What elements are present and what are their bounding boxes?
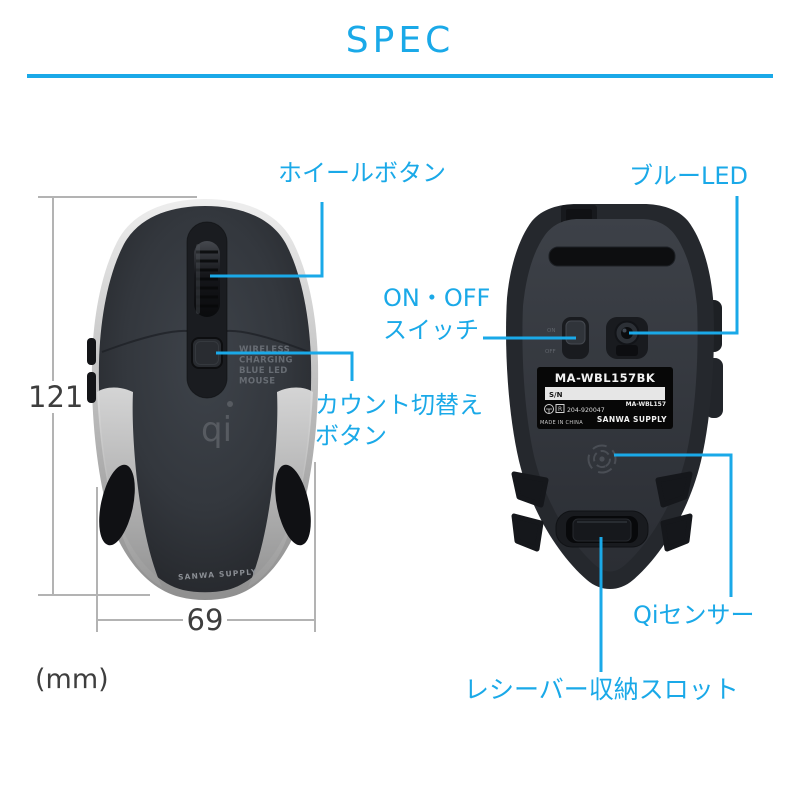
- cert-mark-detail: [546, 408, 552, 413]
- mouse-top-view: WIRELESS CHARGING BLUE LED MOUSE qi SANW…: [87, 199, 319, 600]
- cert-mark: [544, 404, 554, 414]
- shell-print-line3: BLUE LED: [239, 366, 288, 376]
- mouse-top-body: [98, 206, 312, 593]
- serial-bar: [545, 387, 665, 400]
- side-button-edge-2: [87, 372, 96, 403]
- button-seam: [101, 329, 310, 353]
- count-switch-callout-line: [216, 351, 354, 381]
- wheel-button-callout-line: [210, 202, 324, 278]
- on-off-label-line2: スイッチ: [383, 316, 479, 344]
- label-made-in: MADE IN CHINA: [540, 420, 583, 426]
- side-button-edge-1: [87, 338, 96, 365]
- shell-print-line2: CHARGING: [239, 356, 293, 366]
- front-slot: [548, 246, 676, 267]
- product-label: MA-WBL157BK S/N MA-WBL157 R 204-920047 M…: [537, 367, 673, 429]
- cert-number: 204-920047: [567, 407, 605, 414]
- glide-feet: [511, 471, 693, 552]
- receiver-slot-label: レシーバー収納スロット: [464, 675, 739, 704]
- switch-off-print: OFF: [545, 349, 556, 355]
- label-model: MA-WBL157BK: [555, 371, 656, 385]
- scroll-wheel: [194, 241, 220, 317]
- on-off-label-line1: ON・OFF: [383, 284, 491, 312]
- label-brand: SANWA SUPPLY: [597, 415, 667, 424]
- blue-led-label: ブルーLED: [629, 162, 749, 190]
- qi-sensor-label: Qiセンサー: [633, 601, 755, 629]
- count-switch-label-line1: カウント切替え: [315, 391, 483, 419]
- cert-r: R: [558, 406, 562, 413]
- units-note: (mm): [35, 664, 109, 695]
- page-title: SPEC: [345, 20, 455, 61]
- height-dimension-value: 121: [28, 380, 84, 414]
- on-off-switch-label: ON・OFF スイッチ: [383, 282, 490, 346]
- right-finger-rest: [275, 464, 311, 546]
- shell-print-line4: MOUSE: [239, 377, 276, 387]
- count-switch-label: カウント切替え ボタン: [315, 390, 483, 452]
- switch-on-print: ON: [547, 328, 555, 334]
- cert-r-box: [555, 404, 565, 413]
- blue-led-callout-line: [629, 196, 739, 335]
- title-underline: [27, 74, 773, 78]
- receiver-storage-slot: [555, 510, 649, 548]
- serial-label: S/N: [549, 391, 563, 399]
- count-switch-label-line2: ボタン: [315, 422, 387, 450]
- blue-led-sensor: [606, 317, 648, 359]
- callout-lines: [210, 196, 739, 672]
- shell-print-line1: WIRELESS: [239, 345, 290, 355]
- left-finger-rest: [99, 464, 135, 546]
- width-dimension-value: 69: [186, 603, 224, 637]
- dimension-lines: [38, 196, 316, 632]
- qi-logo: qi: [201, 401, 233, 450]
- mouse-bottom-view: ON OFF MA-WBL157BK S/N MA-WBL157: [506, 204, 723, 589]
- svg-text:qi: qi: [201, 410, 232, 450]
- wheel-button-label: ホイールボタン: [278, 159, 446, 187]
- label-model-short: MA-WBL157: [626, 401, 666, 408]
- shell-print: WIRELESS CHARGING BLUE LED MOUSE: [239, 345, 293, 387]
- qi-sensor-callout-line: [614, 453, 733, 597]
